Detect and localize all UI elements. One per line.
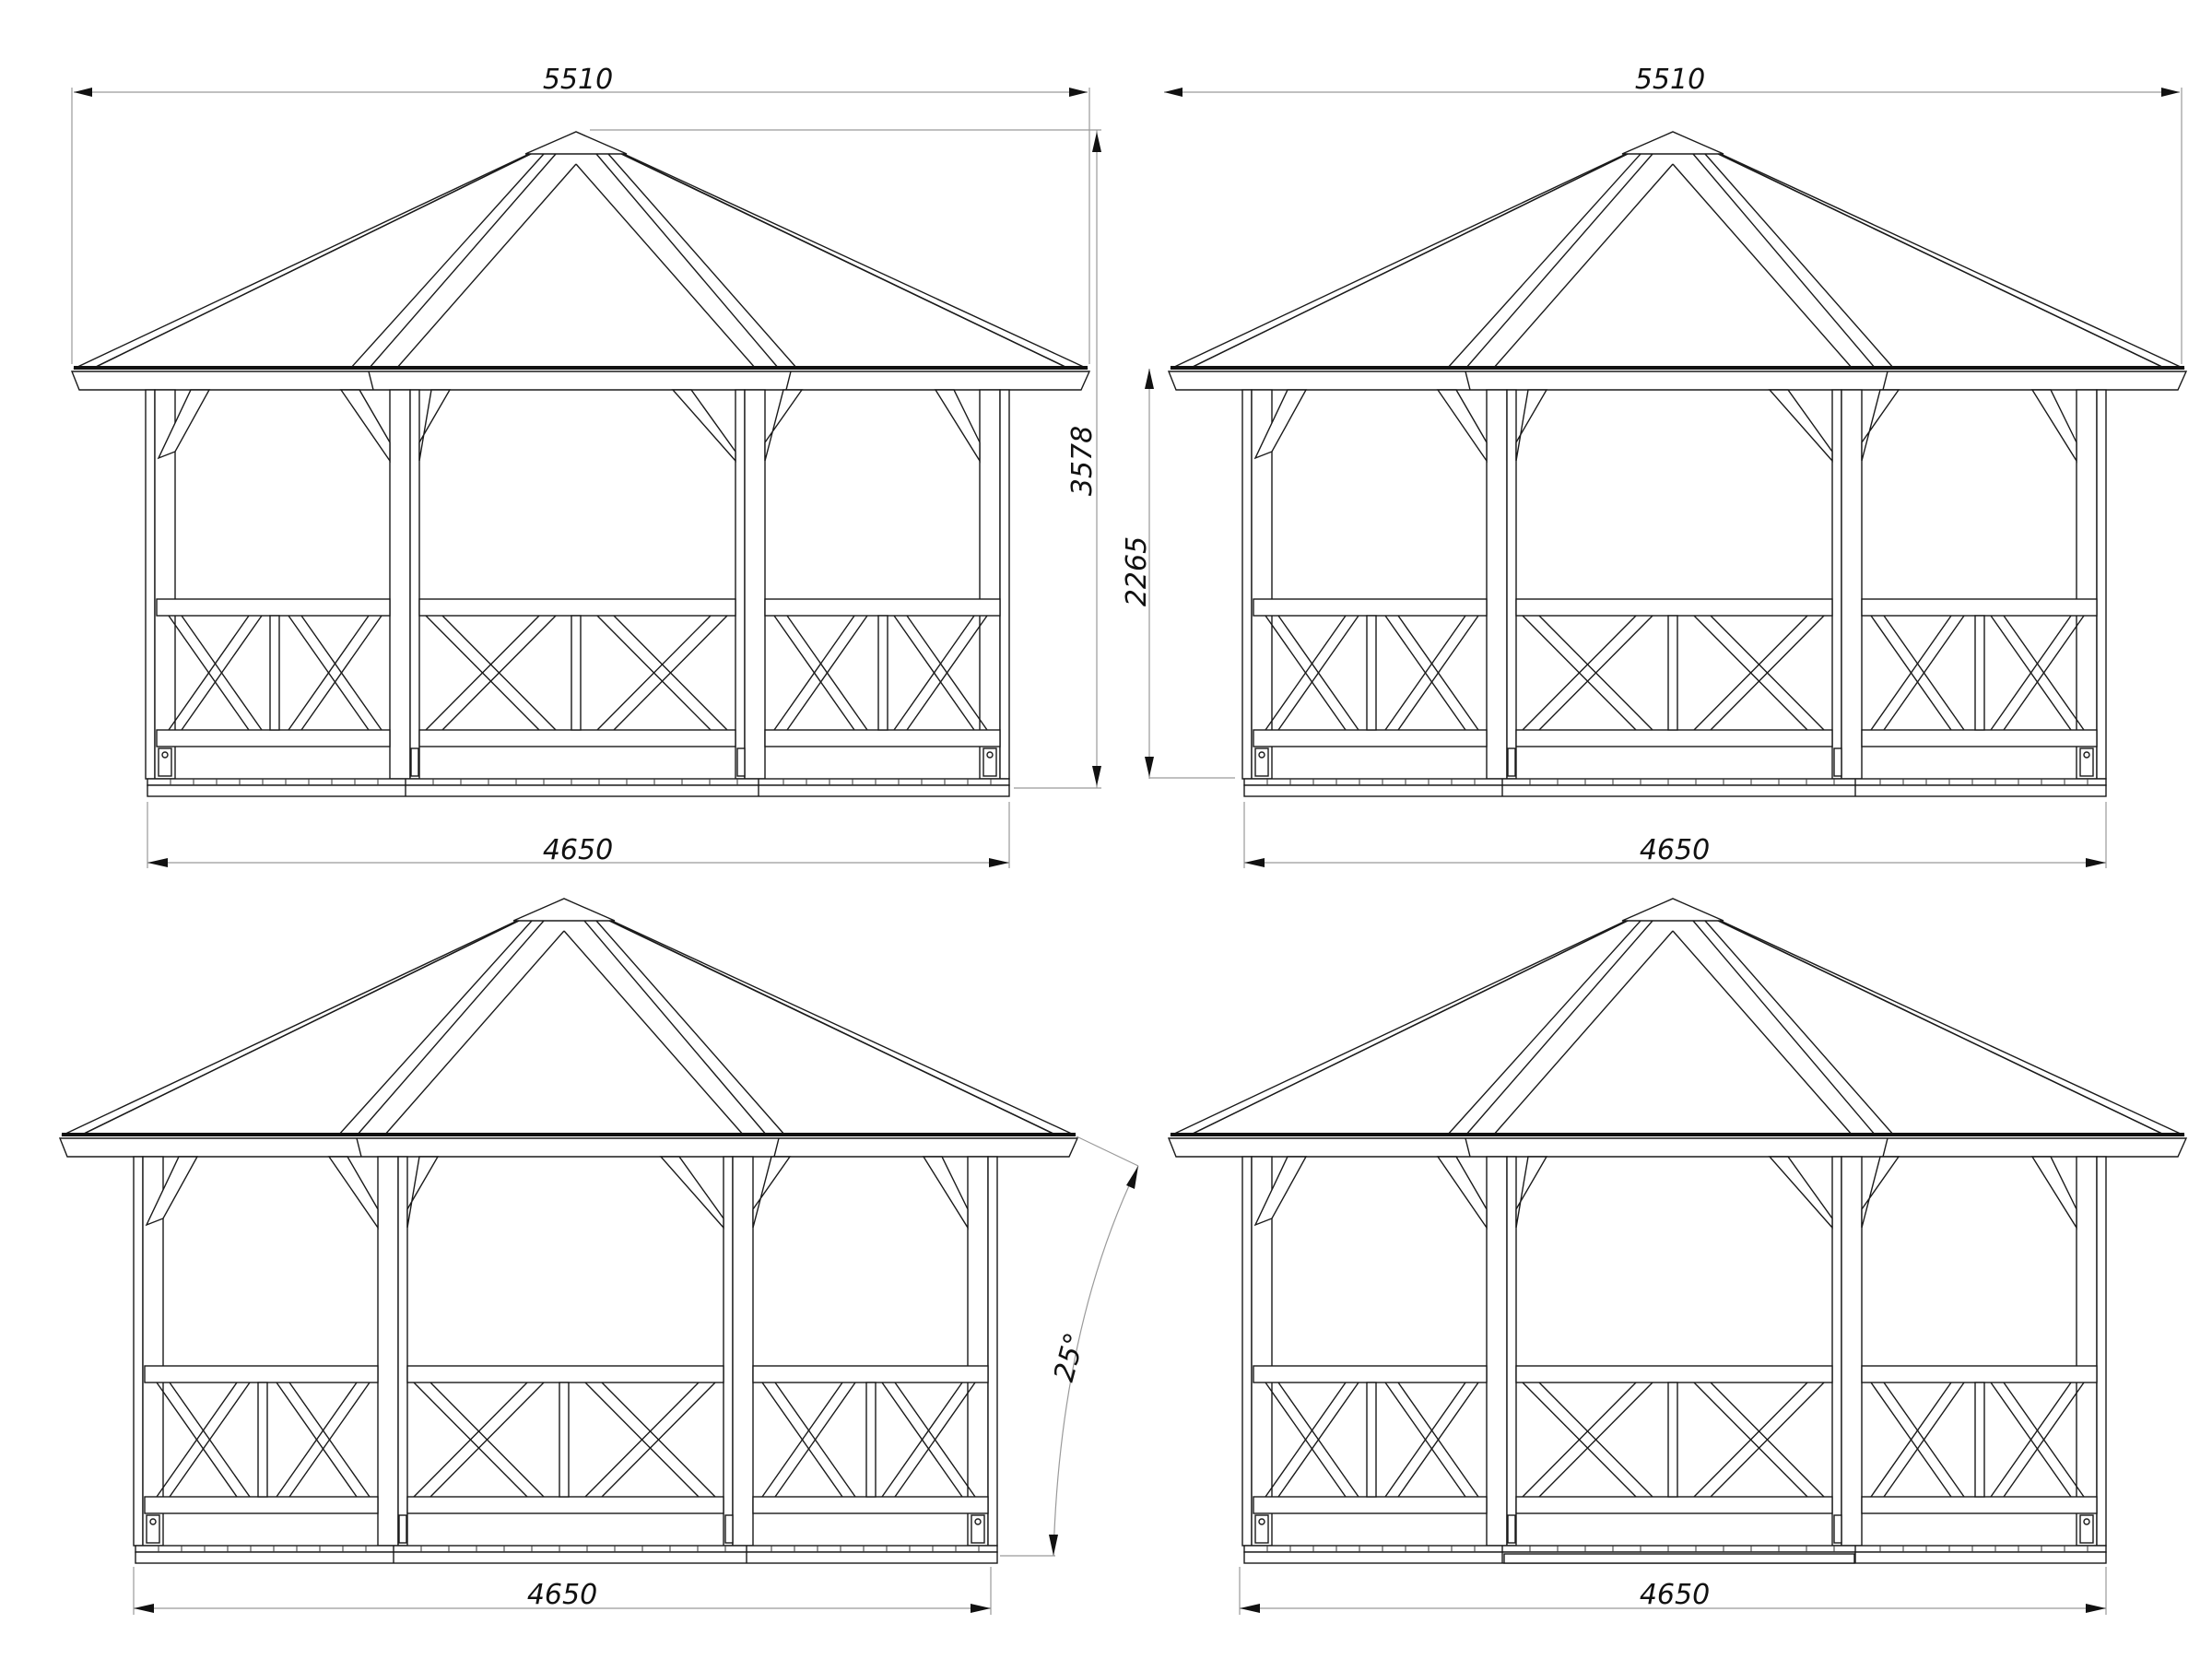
dimension-base-width: 4650 <box>147 802 1010 868</box>
dimension-label: 5510 <box>543 64 613 96</box>
dimension-base-width: 4650 <box>133 1567 992 1615</box>
dimension-label: 5510 <box>1635 64 1705 96</box>
gazebo-elevation <box>58 897 1079 1565</box>
dimension-label: 3578 <box>1066 426 1099 496</box>
dimension-total-height: 3578 <box>590 129 1101 789</box>
dimension-post-height: 2265 <box>1121 369 1235 779</box>
dimension-label: 4650 <box>543 834 613 866</box>
dimension-label: 4650 <box>1640 1579 1710 1611</box>
gazebo-elevation <box>1167 130 2188 798</box>
dimension-base-width: 4650 <box>1239 1567 2107 1615</box>
dimension-label: 4650 <box>527 1579 597 1611</box>
elevation-view-top-right: 5510 4650 2265 <box>1121 64 2188 868</box>
dimension-roof-angle: 25° <box>1000 1135 1139 1557</box>
gazebo-elevation <box>1167 897 2188 1565</box>
entrance-step <box>1503 1553 1855 1564</box>
elevation-view-bottom-left: 4650 25° <box>58 897 1139 1615</box>
elevation-view-top-left: 5510 4650 3578 <box>70 64 1101 868</box>
dimension-label: 4650 <box>1640 834 1710 866</box>
gazebo-elevation <box>70 130 1091 798</box>
dimension-base-width: 4650 <box>1243 802 2107 868</box>
dimension-roof-width: 5510 <box>1164 64 2183 364</box>
dimension-label: 2265 <box>1121 536 1153 606</box>
dimension-roof-width: 5510 <box>71 64 1090 364</box>
dimension-label: 25° <box>1048 1329 1092 1384</box>
elevation-view-bottom-right: 4650 <box>1167 897 2188 1615</box>
